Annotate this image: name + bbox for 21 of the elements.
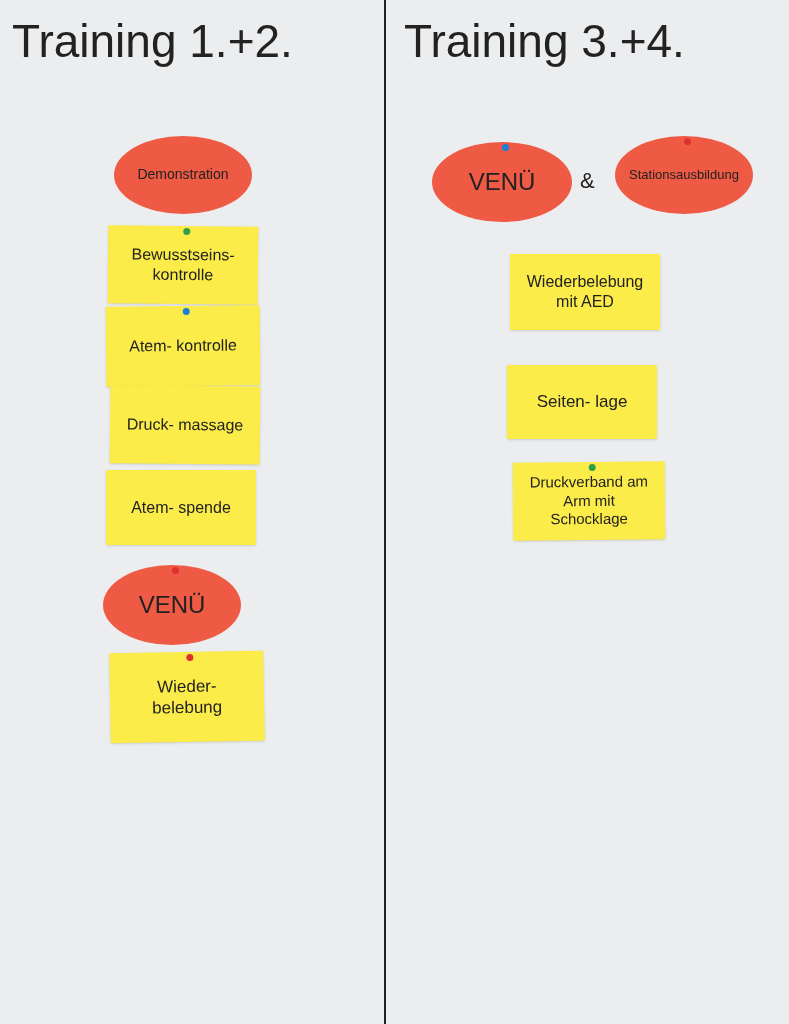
sticky-note [109, 385, 261, 465]
card-text: Atem- kontrolle [129, 335, 237, 357]
ampersand: & [580, 170, 595, 192]
card-text: Atem- spende [131, 497, 231, 518]
sticky-note [510, 254, 660, 330]
card-text: VENÜ [138, 590, 206, 620]
card-text: Seiten- lage [536, 391, 628, 413]
sticky-note [106, 470, 256, 545]
sticky-note [109, 650, 265, 744]
sticky-note [512, 461, 666, 541]
sticky-note [105, 305, 261, 387]
card-text: Druckverband am Arm mit Schocklage [528, 472, 650, 530]
card-text: VENÜ [468, 167, 536, 197]
sticky-note [107, 225, 259, 305]
card-text: Bewusstseins- kontrolle [130, 244, 236, 286]
card-text: Wieder- belebung [151, 675, 224, 720]
card-text: Druck- massage [126, 414, 244, 436]
card-text: Stationsausbildung [629, 166, 739, 184]
card-text: Wiederbelebung mit AED [525, 272, 645, 312]
sticky-note [507, 365, 657, 439]
card-text: Demonstration [137, 166, 229, 184]
